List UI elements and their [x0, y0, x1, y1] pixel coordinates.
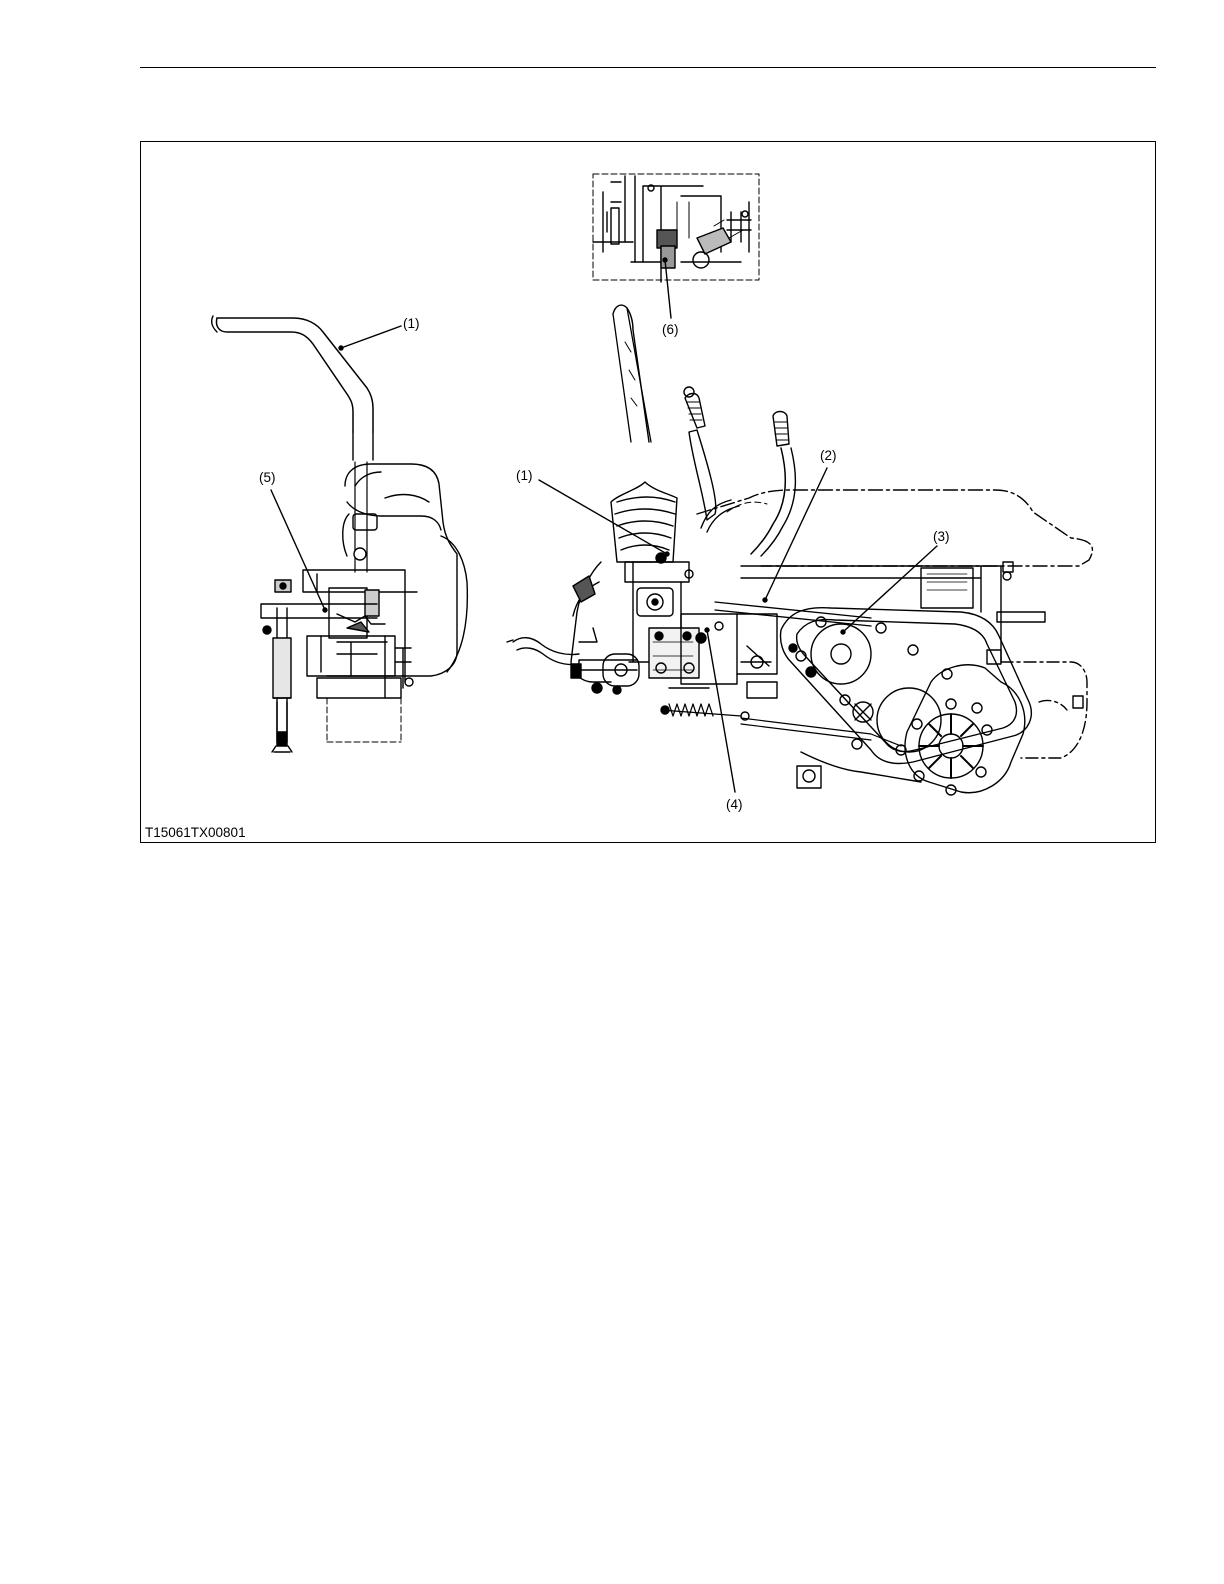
callout-right-2: (2): [820, 448, 837, 464]
figure-frame: (1) (5) (1) (2) (3) (4) (6) T15061TX0080…: [140, 141, 1156, 843]
leader-line-right-3: [843, 546, 937, 632]
callout-right-1: (1): [516, 468, 533, 484]
leader-line-right-2: [765, 468, 827, 600]
header-rule: [140, 67, 1156, 68]
leader-line-left-1: [341, 326, 401, 348]
callout-inset-6: (6): [662, 322, 679, 338]
callout-left-1: (1): [403, 316, 420, 332]
inset-detail-view: [593, 174, 759, 282]
callout-right-4: (4): [726, 797, 743, 813]
figure-id: T15061TX00801: [145, 825, 246, 840]
left-view-shift-lever: [212, 316, 468, 752]
right-view-transmission-linkage: [507, 305, 1092, 795]
leader-line-6: [665, 260, 671, 318]
mechanical-illustration: [141, 142, 1155, 842]
leader-line-right-1: [539, 480, 667, 554]
callout-right-3: (3): [933, 529, 950, 545]
callout-left-5: (5): [259, 470, 276, 486]
